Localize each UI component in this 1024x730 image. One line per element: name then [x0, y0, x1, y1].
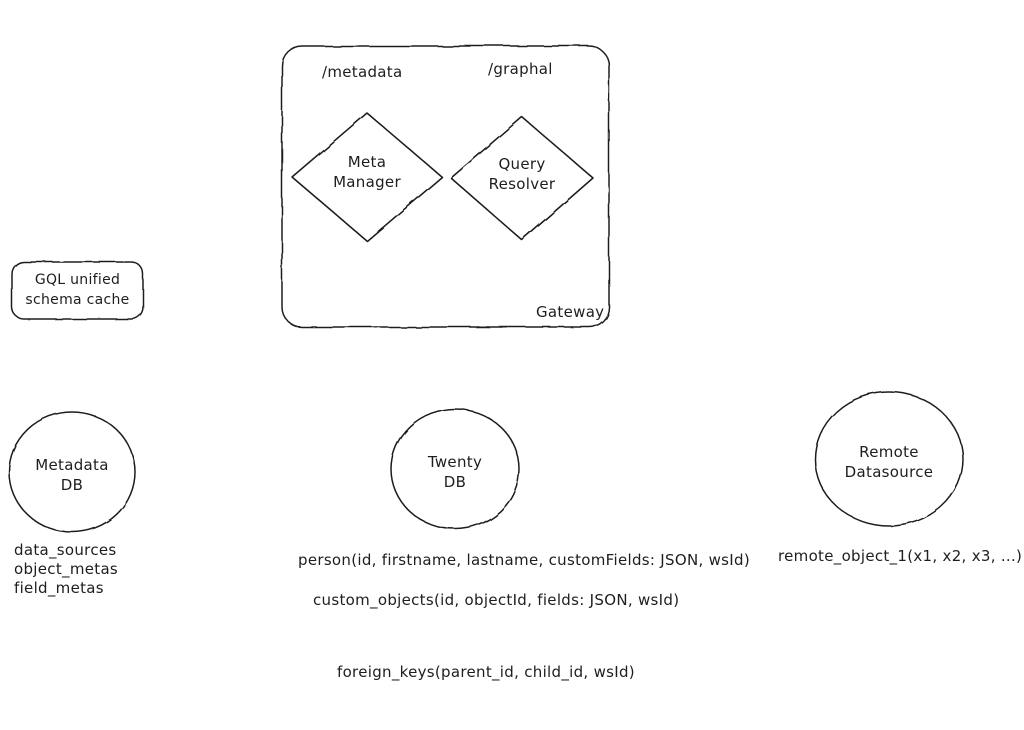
query-resolver-diamond: [450, 116, 594, 241]
metadata-db-table-list: data_sources object_metas field_metas: [14, 541, 118, 599]
remote-datasource-table-remote-object: remote_object_1(x1, x2, x3, ...): [778, 547, 1023, 565]
twenty-db-label: Twenty DB: [427, 453, 483, 492]
endpoint-metadata-label: /metadata: [322, 63, 403, 81]
twenty-db-table-person: person(id, firstname, lastname, customFi…: [298, 551, 750, 569]
metadata-db-table-data-sources: data_sources: [14, 541, 117, 559]
meta-manager-diamond: [291, 112, 443, 242]
schema-cache-label: GQL unified schema cache: [12, 262, 143, 319]
metadata-db-table-object-metas: object_metas: [14, 560, 119, 579]
gateway-box: [281, 45, 610, 328]
schema-cache-label-text: GQL unified schema cache: [25, 271, 130, 308]
endpoint-graphql-label: /graphal: [488, 60, 553, 78]
remote-datasource-label: Remote Datasource: [844, 443, 934, 482]
metadata-db-table-field-metas: field_metas: [14, 579, 104, 598]
remote-datasource-circle: [814, 391, 964, 527]
query-resolver-label: Query Resolver: [488, 155, 556, 194]
twenty-db-table-custom-objects: custom_objects(id, objectId, fields: JSO…: [313, 591, 680, 609]
metadata-db-label: Metadata DB: [35, 456, 109, 495]
twenty-db-circle: [390, 408, 520, 530]
metadata-db-circle: [8, 411, 136, 533]
twenty-db-table-foreign-keys: foreign_keys(parent_id, child_id, wsId): [337, 663, 635, 681]
schema-cache-box: [11, 261, 144, 320]
gateway-label: Gateway: [536, 303, 605, 321]
meta-manager-label: Meta Manager: [333, 153, 401, 192]
